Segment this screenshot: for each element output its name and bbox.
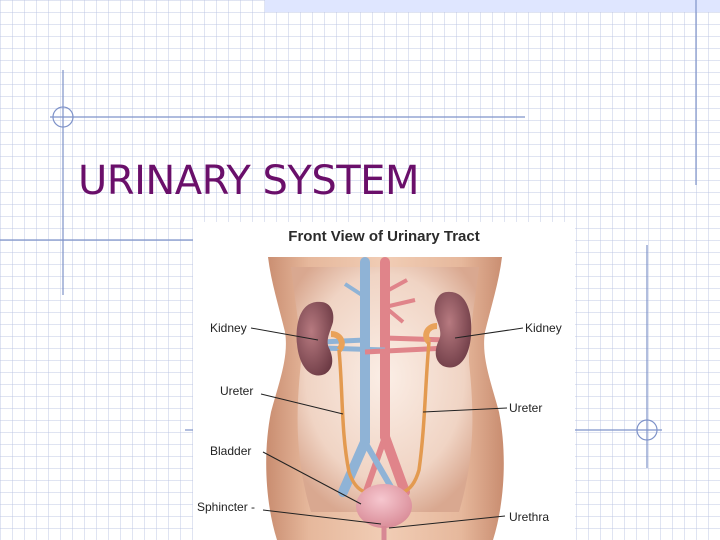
bladder-shape <box>356 484 412 528</box>
label-ureter-right: Ureter <box>509 401 542 415</box>
label-bladder: Bladder <box>210 444 251 458</box>
anatomy-drawing <box>193 222 575 540</box>
label-kidney-left: Kidney <box>210 321 247 335</box>
figure-title: Front View of Urinary Tract <box>193 228 575 245</box>
label-kidney-right: Kidney <box>525 321 562 335</box>
label-urethra: Urethra <box>509 510 549 524</box>
label-ureter-left: Ureter <box>220 384 253 398</box>
label-sphincter: Sphincter - <box>197 500 255 514</box>
urinary-tract-illustration: Front View of Urinary Tract Kidney Kidne… <box>193 222 575 540</box>
slide-title: URINARY SYSTEM <box>78 158 419 204</box>
